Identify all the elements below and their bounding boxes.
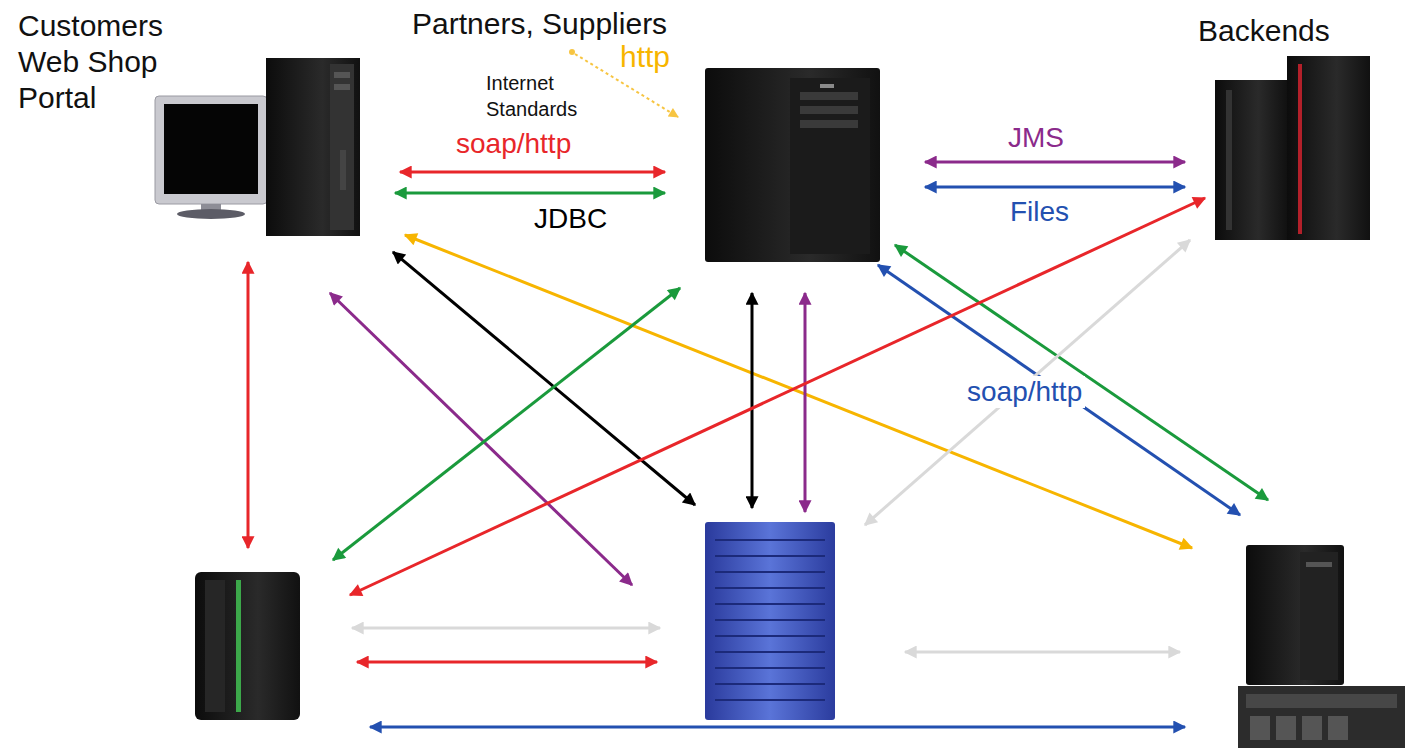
protocol-connector <box>357 661 657 664</box>
protocol-connector <box>895 245 1268 500</box>
protocol-connector <box>804 293 807 512</box>
protocol-connector <box>905 651 1180 654</box>
protocol-connector <box>370 726 1185 729</box>
rack-node <box>1238 545 1405 748</box>
edge-label: JMS <box>1008 122 1064 154</box>
backend-node: Backends <box>1215 55 1370 240</box>
protocol-connector <box>395 192 665 195</box>
protocol-connector <box>878 265 1240 515</box>
server-node <box>705 522 835 720</box>
edge-label: soap/http <box>456 128 571 160</box>
protocol-connector <box>865 240 1190 525</box>
partner-node: Partners, Suppliers <box>705 68 880 262</box>
protocol-connector <box>925 161 1185 164</box>
protocol-connector <box>925 186 1185 189</box>
protocol-connector <box>350 198 1205 595</box>
protocol-connector <box>405 235 1192 548</box>
protocol-label: http <box>620 40 670 74</box>
protocol-connector <box>247 262 250 548</box>
mainframe-node <box>195 572 300 720</box>
edge-label: soap/http <box>964 376 1085 408</box>
blue-server <box>705 522 835 720</box>
protocol-connector <box>352 627 660 630</box>
node-heading: Backends <box>1198 13 1330 49</box>
server-and-rack <box>1238 545 1405 748</box>
edge-label: JDBC <box>534 203 607 235</box>
protocol-connector <box>751 293 754 508</box>
edge-label: Files <box>1010 196 1069 228</box>
backend-mainframe <box>1215 56 1370 240</box>
partner-server <box>705 68 880 262</box>
node-heading: Partners, Suppliers <box>412 6 667 42</box>
customer-computer <box>155 58 360 236</box>
note-label: Internet Standards <box>486 70 626 122</box>
customer-node: Customers Web Shop Portal <box>150 58 362 238</box>
protocol-connector <box>400 171 665 174</box>
mainframe <box>195 572 300 720</box>
protocol-connector <box>333 288 680 560</box>
protocol-connector <box>330 293 632 585</box>
node-heading: Customers Web Shop Portal <box>18 8 203 116</box>
